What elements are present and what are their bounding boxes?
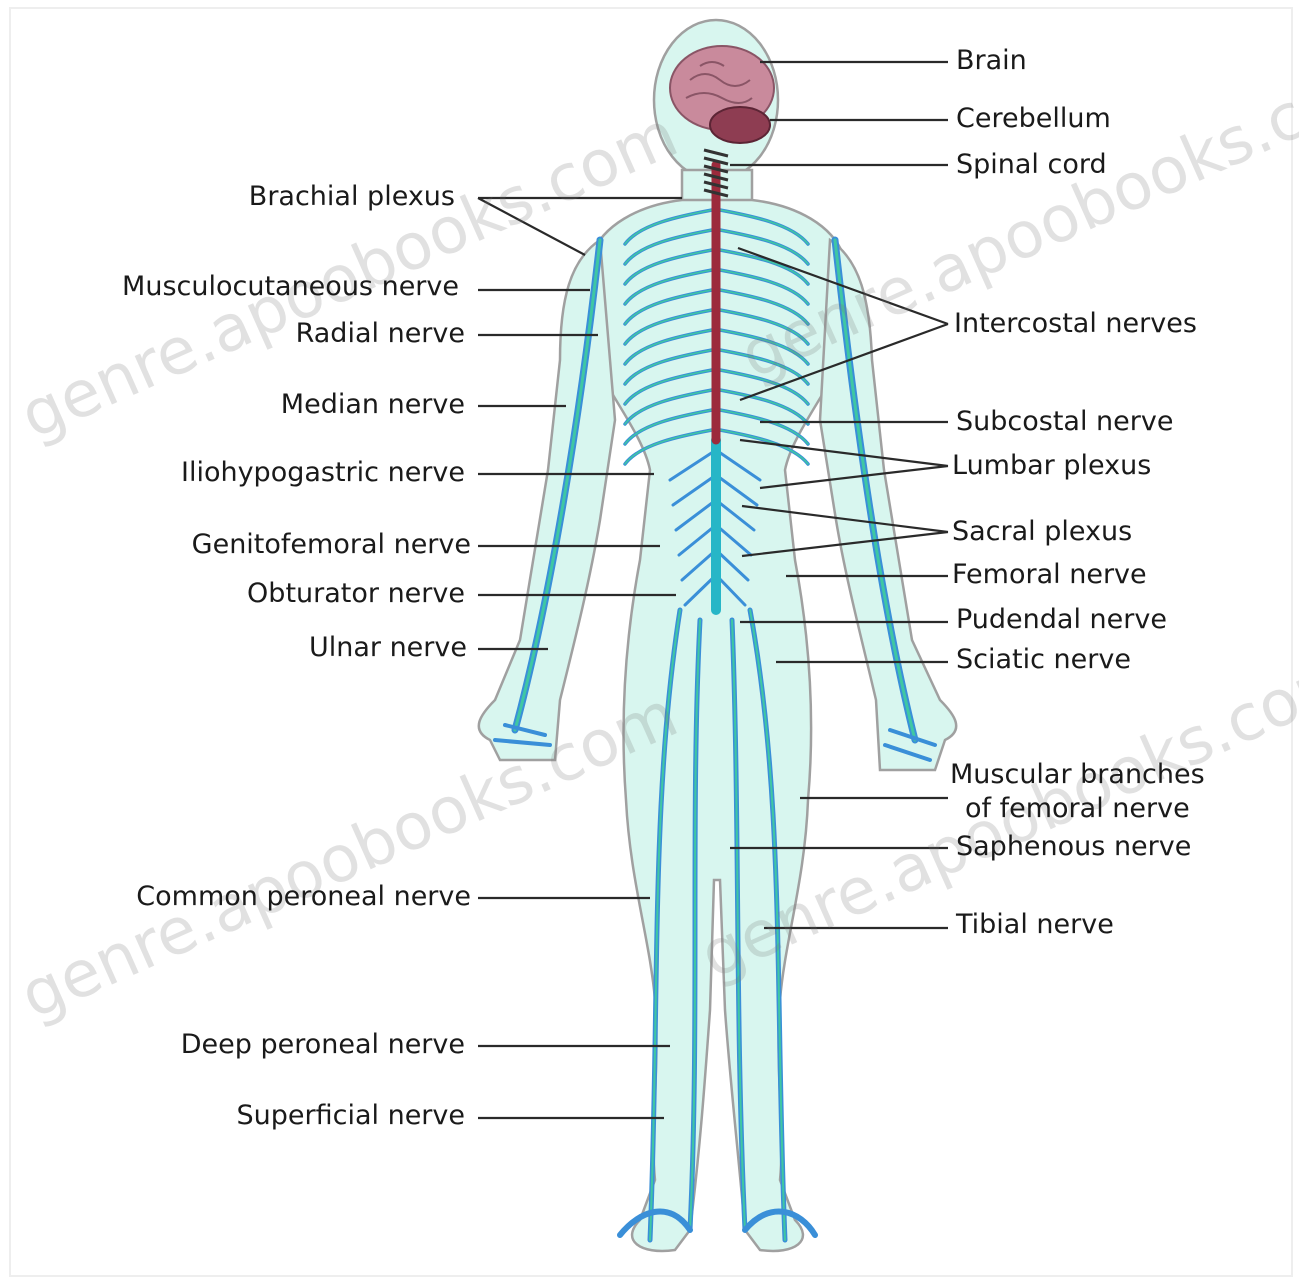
label-common-peroneal-nerve: Common peroneal nerve [136, 881, 471, 913]
label-tibial-nerve: Tibial nerve [956, 909, 1114, 941]
label-superficial-nerve: Superficial nerve [237, 1100, 466, 1132]
label-iliohypogastric-nerve: Iliohypogastric nerve [181, 457, 465, 489]
label-sacral-plexus: Sacral plexus [952, 516, 1132, 548]
label-obturator-nerve: Obturator nerve [247, 578, 465, 610]
label-saphenous-nerve: Saphenous nerve [956, 831, 1191, 863]
label-intercostal-nerves: Intercostal nerves [954, 308, 1197, 340]
label-muscular-branches: Muscular branches of femoral nerve [950, 758, 1205, 826]
label-musculocutaneous-nerve: Musculocutaneous nerve [122, 271, 459, 303]
label-cerebellum: Cerebellum [956, 103, 1111, 135]
label-lumbar-plexus: Lumbar plexus [952, 450, 1151, 482]
label-genitofemoral-nerve: Genitofemoral nerve [192, 529, 471, 561]
label-spinal-cord: Spinal cord [956, 149, 1107, 181]
label-median-nerve: Median nerve [281, 389, 465, 421]
cerebellum-shape [710, 107, 770, 143]
label-deep-peroneal-nerve: Deep peroneal nerve [181, 1029, 465, 1061]
label-femoral-nerve: Femoral nerve [952, 559, 1147, 591]
label-ulnar-nerve: Ulnar nerve [309, 632, 467, 664]
label-pudendal-nerve: Pudendal nerve [956, 604, 1167, 636]
label-sciatic-nerve: Sciatic nerve [956, 644, 1131, 676]
label-brain: Brain [956, 45, 1027, 77]
label-radial-nerve: Radial nerve [296, 318, 465, 350]
label-brachial-plexus: Brachial plexus [249, 181, 455, 213]
label-subcostal-nerve: Subcostal nerve [956, 406, 1173, 438]
